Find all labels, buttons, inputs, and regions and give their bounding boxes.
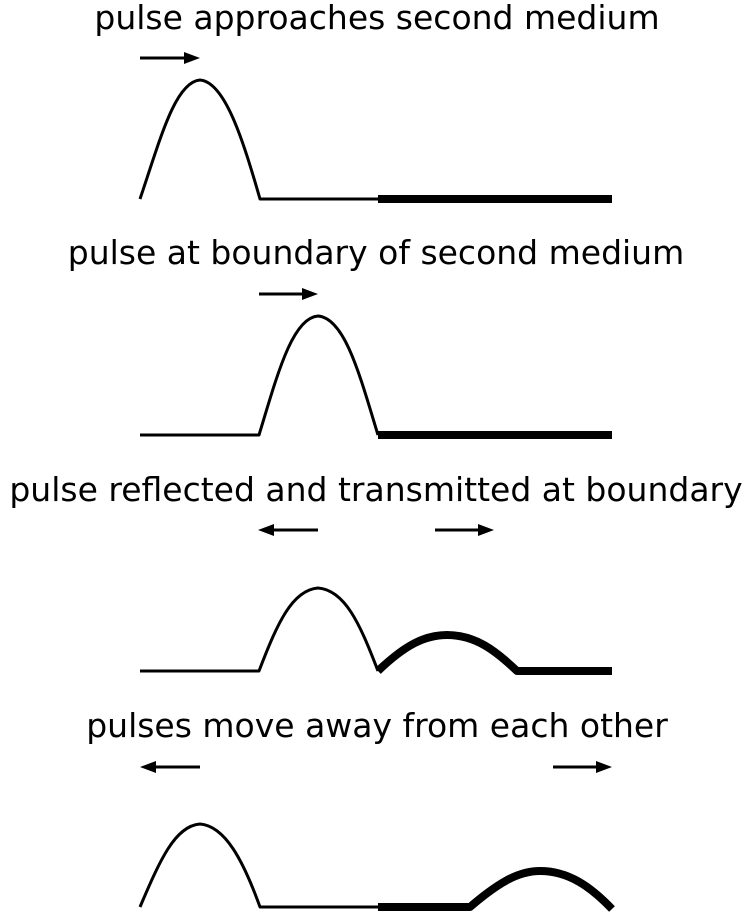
caption-pulse-at-boundary: pulse at boundary of second medium bbox=[68, 233, 685, 272]
incident-pulse bbox=[138, 78, 378, 201]
caption-pulse-approaches: pulse approaches second medium bbox=[94, 0, 659, 37]
caption-reflected-and-transmitted: pulse reflected and transmitted at bound… bbox=[9, 470, 742, 509]
transmitted-pulse bbox=[378, 867, 615, 912]
transmitted-pulse bbox=[375, 631, 612, 675]
arrow-right-icon bbox=[553, 761, 612, 773]
arrow-left-icon bbox=[140, 761, 200, 773]
incident-pulse bbox=[140, 314, 380, 437]
panel-2: pulse at boundary of second medium bbox=[68, 233, 685, 439]
caption-pulses-move-away: pulses move away from each other bbox=[86, 706, 668, 745]
arrow-left-icon bbox=[258, 524, 318, 536]
arrow-right-icon bbox=[259, 288, 318, 300]
panel-1: pulse approaches second medium bbox=[94, 0, 660, 203]
reflected-pulse bbox=[138, 822, 378, 909]
reflected-pulse bbox=[140, 586, 380, 673]
panel-4: pulses move away from each other bbox=[86, 706, 668, 912]
arrow-right-icon bbox=[140, 52, 200, 64]
arrow-right-icon bbox=[435, 524, 494, 536]
panel-3: pulse reflected and transmitted at bound… bbox=[9, 470, 743, 675]
